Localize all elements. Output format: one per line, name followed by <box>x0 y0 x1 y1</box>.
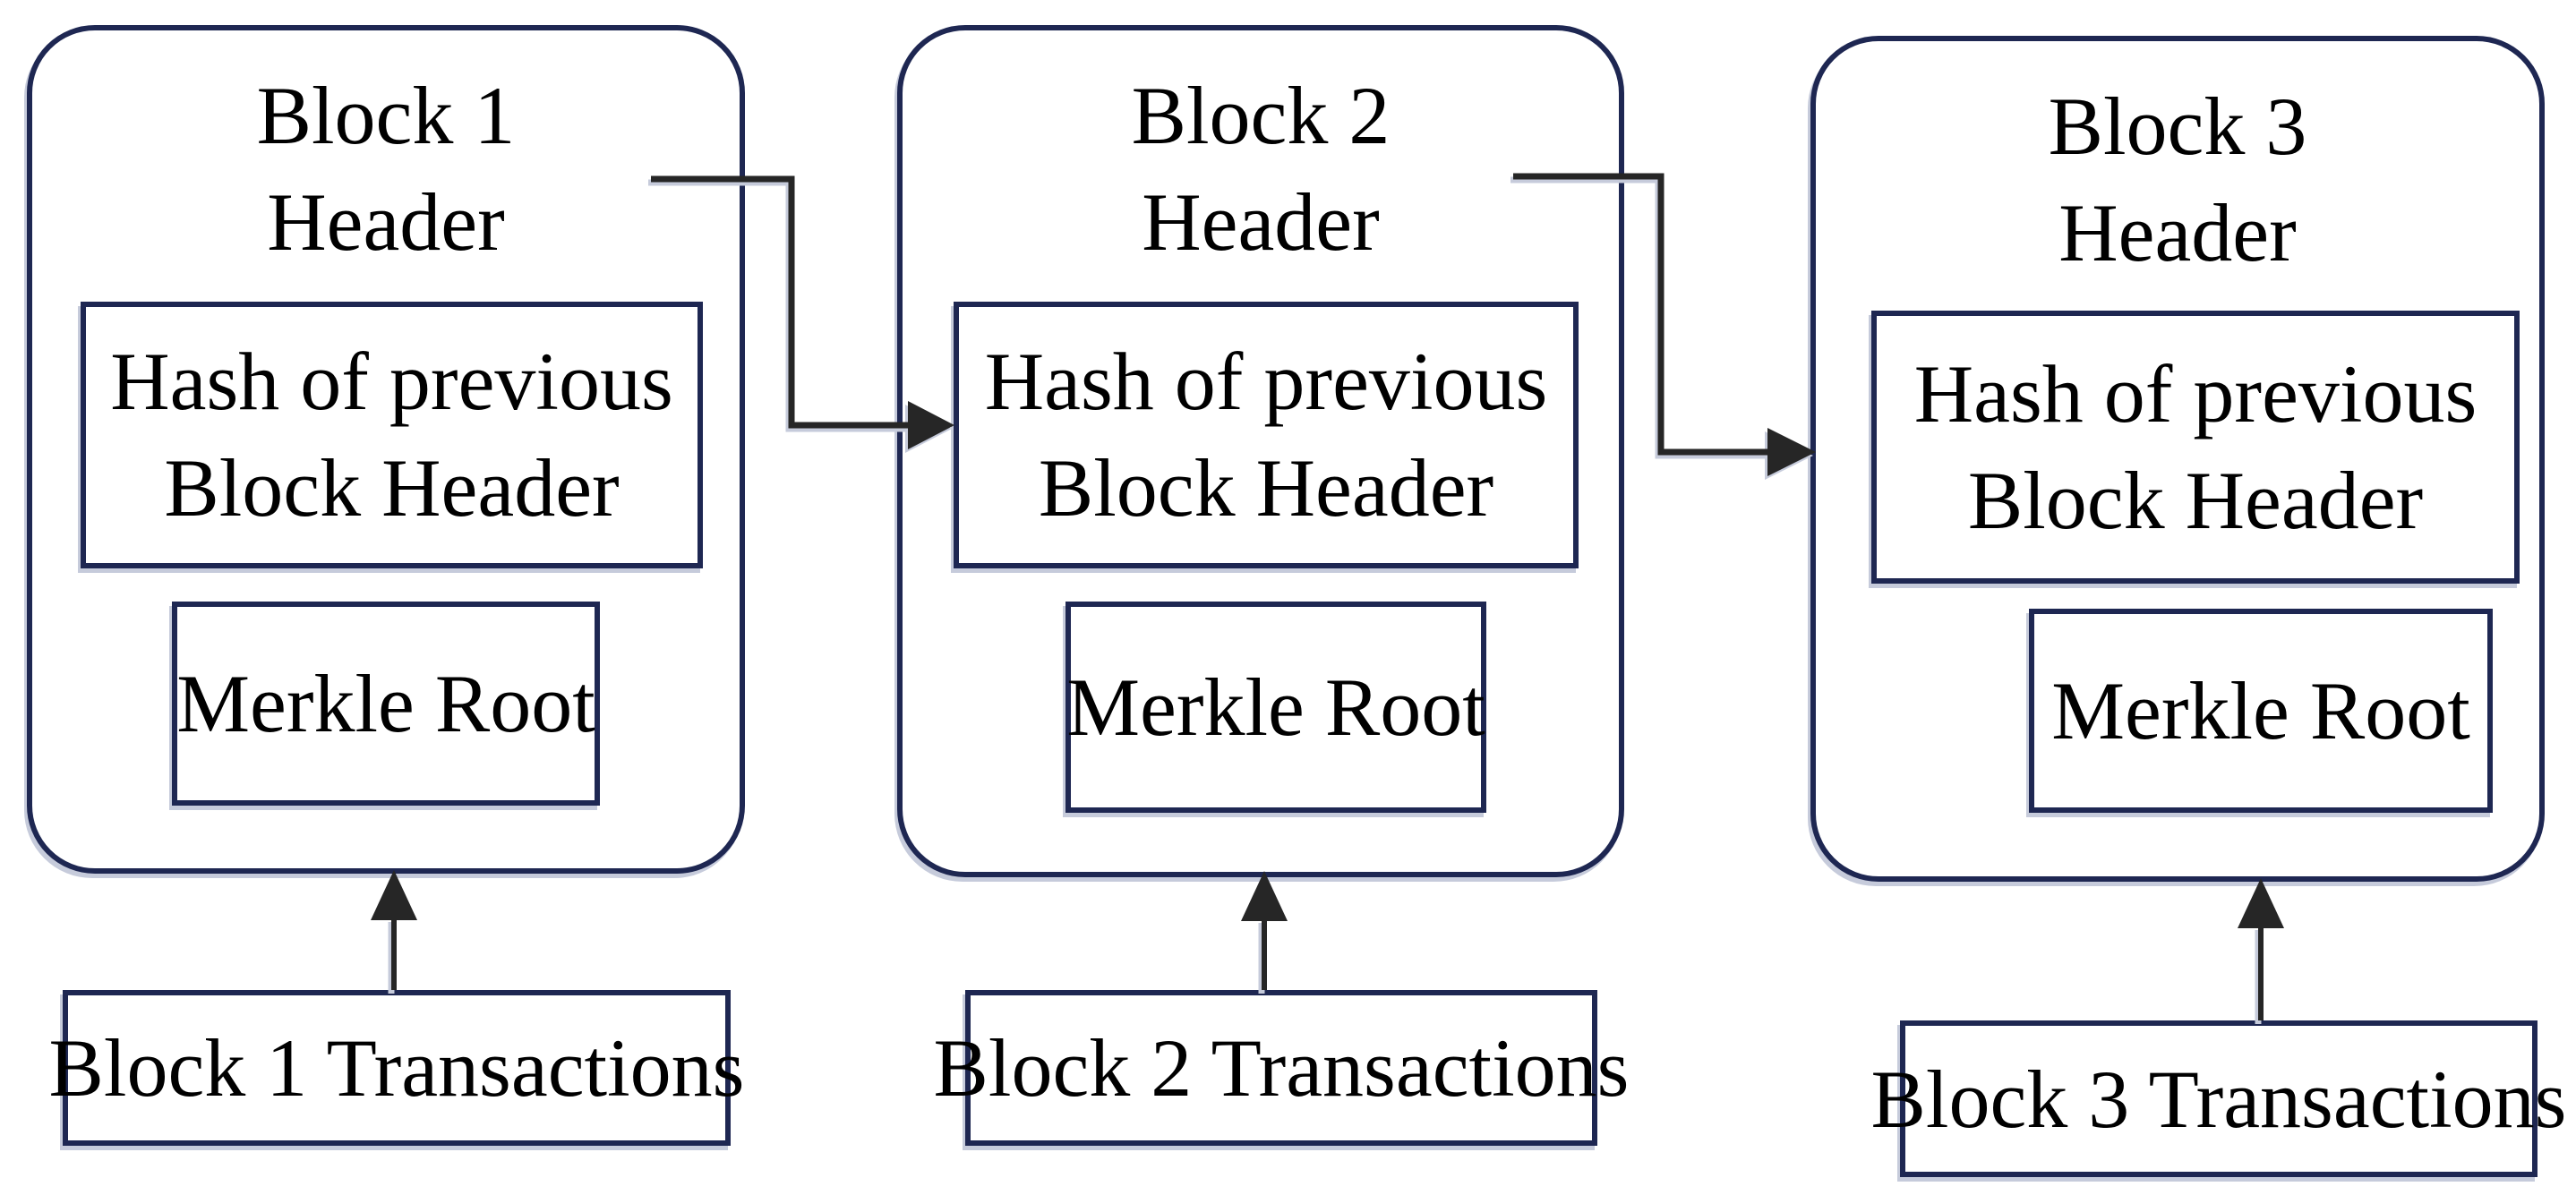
up-arrowhead-1-icon <box>371 870 417 920</box>
block-2: Block 2 Header Hash of previous Block He… <box>897 25 1624 877</box>
block-2-hash-of-previous-box: Hash of previous Block Header <box>954 302 1579 568</box>
up-arrowhead-2-icon <box>1241 871 1288 921</box>
block-2-hash-line-1: Hash of previous <box>984 336 1548 427</box>
block-2-title: Block 2 Header <box>903 63 1619 276</box>
block-1-transactions-box: Block 1 Transactions <box>49 990 744 1146</box>
block-3-hash-of-previous-box: Hash of previous Block Header <box>1871 311 2520 584</box>
block-3-hash-line-2: Block Header <box>1967 454 2424 546</box>
block-2-hash-line-2: Block Header <box>1038 442 1494 533</box>
block-3-title-line-2: Header <box>2058 187 2297 278</box>
shadow-elbow-2-head <box>1765 431 1813 480</box>
up-arrowhead-3-icon <box>2238 878 2284 928</box>
block-3-title-line-1: Block 3 <box>2048 81 2307 172</box>
block-1-title-line-2: Header <box>267 176 505 268</box>
block-1-hash-of-previous-box: Hash of previous Block Header <box>81 302 703 568</box>
block-3-hash-line-1: Hash of previous <box>1913 347 2478 440</box>
block-1-hash-line-2: Block Header <box>164 442 620 533</box>
block-3: Block 3 Header Hash of previous Block He… <box>1810 36 2545 882</box>
block-2-merkle-root-box: Merkle Root <box>1065 602 1486 813</box>
arrow-block2-transactions-to-block2 <box>1241 871 1288 990</box>
block-2-title-line-2: Header <box>1142 176 1380 268</box>
arrow-block3-transactions-to-block3 <box>2238 878 2284 1020</box>
block-3-transactions-box: Block 3 Transactions <box>1871 1020 2566 1177</box>
block-1-merkle-root-box: Merkle Root <box>172 602 600 806</box>
block-2-transactions-box: Block 2 Transactions <box>934 990 1629 1146</box>
block-2-title-line-1: Block 2 <box>1131 70 1391 161</box>
block-1-hash-line-1: Hash of previous <box>110 336 673 427</box>
block-1: Block 1 Header Hash of previous Block He… <box>27 25 745 874</box>
block-3-title: Block 3 Header <box>1816 73 2539 286</box>
block-3-merkle-root-box: Merkle Root <box>2029 609 2493 813</box>
block-1-title-line-1: Block 1 <box>256 70 516 161</box>
block-1-title: Block 1 Header <box>32 63 740 276</box>
arrow-block1-transactions-to-block1 <box>371 870 417 990</box>
right-arrowhead-2-icon <box>1767 428 1816 476</box>
